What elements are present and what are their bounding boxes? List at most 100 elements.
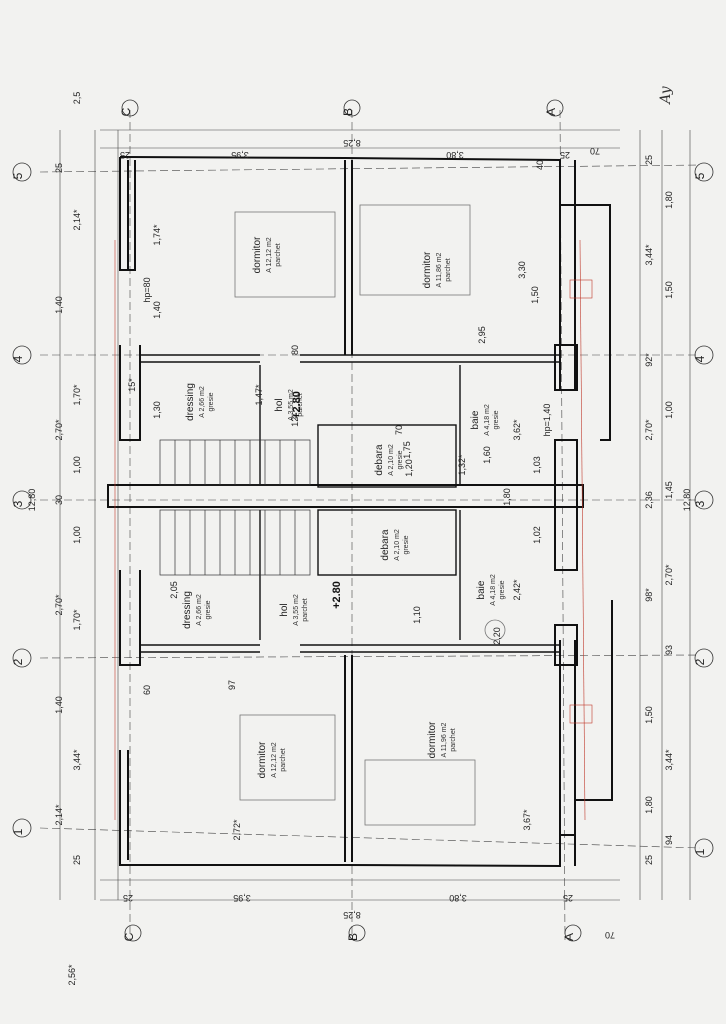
- inner-dim: hp=1,40: [542, 404, 552, 437]
- dim-top-overall: 8,25: [343, 138, 361, 148]
- room-name: dormitor: [427, 721, 438, 758]
- axis-marker-right: [694, 345, 714, 365]
- dim-top-left-25: 25: [120, 150, 130, 160]
- level-mark: +2.80: [331, 581, 343, 609]
- dim-right-chain: 1,80: [664, 191, 674, 209]
- dim-bottom-70: 70: [605, 930, 615, 940]
- dim-top-c-b: 3,95: [231, 150, 249, 160]
- room-floor: parchet: [445, 258, 452, 281]
- dim-left-chain: 1,40: [54, 696, 64, 714]
- dim-bottom-left-25: 25: [123, 893, 133, 903]
- red-annotations: [114, 239, 593, 821]
- dim-left-chain: 2,14*: [54, 804, 64, 826]
- dim-right-chain: 92*: [644, 353, 654, 367]
- dim-right-chain: 98*: [644, 588, 654, 602]
- dim-bottom-overall: 8,25: [343, 910, 361, 920]
- room-floor: gresie: [208, 392, 215, 411]
- inner-dim: 97: [227, 680, 237, 690]
- axis-label-left: 2: [11, 658, 25, 665]
- room-name: debara: [374, 444, 385, 476]
- room-name: baie: [476, 580, 487, 599]
- staircase: [159, 439, 311, 576]
- dim-right-chain: 3,44*: [644, 244, 654, 266]
- inner-dim: 2,42*: [512, 579, 522, 601]
- dim-left-chain: 30: [54, 495, 64, 505]
- dim-right-chain: 2,70*: [664, 564, 674, 586]
- axis-marker-top: [121, 99, 139, 117]
- room-floor: gresie: [205, 600, 212, 619]
- dim-left-chain: 2,70*: [54, 594, 64, 616]
- level-mark: +2.80: [291, 391, 303, 419]
- dim-top-right-25: 25: [560, 150, 570, 160]
- dim-top-b-a: 3,80: [446, 150, 464, 160]
- axis-label-left: 4: [11, 355, 25, 362]
- dim-bottom-b-a: 3,80: [449, 893, 467, 903]
- axis-marker-top: [343, 99, 361, 117]
- axis-label-bottom: C: [122, 932, 136, 941]
- axis-marker-top: [546, 99, 564, 117]
- inner-dim: 1,47*: [254, 384, 264, 406]
- dim-right-chain: 2,36: [644, 491, 654, 509]
- room-area: A 3,55 m2: [288, 389, 295, 421]
- inner-dim: 70: [394, 425, 404, 435]
- inner-dim: 40: [535, 160, 545, 170]
- inner-dim: 2,72*: [232, 819, 242, 841]
- dim-left-chain: 25: [54, 163, 64, 173]
- axis-marker-left: [12, 162, 32, 182]
- dim-left-chain: 25: [72, 855, 82, 865]
- axis-marker-right: [694, 648, 714, 668]
- room-area: A 11,86 m2: [436, 252, 443, 287]
- dim-left-chain: 2,14*: [72, 209, 82, 231]
- dim-right-chain: 93: [664, 645, 674, 655]
- inner-dim: 1,60: [482, 446, 492, 464]
- inner-dim: 3,30: [517, 261, 527, 279]
- dim-left-25: 2,5: [72, 92, 82, 105]
- room-name: hol: [279, 603, 290, 616]
- interior-walls: [140, 354, 560, 653]
- dim-total-right: 12,80: [682, 489, 692, 512]
- exterior-walls: [107, 156, 613, 868]
- axis-marker-bottom: [348, 924, 366, 942]
- room-floor: gresie: [397, 450, 404, 469]
- dim-right-chain: 25: [644, 155, 654, 165]
- axis-label-top: B: [341, 108, 355, 116]
- signature: Ay: [658, 85, 674, 106]
- inner-dim: hp=80: [142, 277, 152, 302]
- inner-dim: 60: [142, 685, 152, 695]
- dim-left-chain: 1,70*: [72, 384, 82, 406]
- dim-bottom-c-b: 3,95: [233, 893, 251, 903]
- room-area: A 4,18 m2: [484, 404, 491, 436]
- dim-right-chain: 94: [664, 835, 674, 845]
- inner-dim: 1,74*: [152, 224, 162, 246]
- room-name: dormitor: [422, 251, 433, 288]
- axis-marker-bottom: [124, 924, 142, 942]
- inner-dim: 1,02: [532, 526, 542, 544]
- room-area: A 2,66 m2: [199, 386, 206, 418]
- axis-marker-left: [12, 345, 32, 365]
- room-floor: parchet: [297, 393, 304, 416]
- dim-left-256: 2,56*: [67, 964, 77, 986]
- room-area: A 2,66 m2: [196, 594, 203, 626]
- inner-dim: 1,75: [402, 441, 412, 459]
- dim-right-chain: 1,80: [644, 796, 654, 814]
- dim-left-chain: 3,44*: [72, 749, 82, 771]
- axis-marker-bottom: [564, 924, 582, 942]
- room-area: A 2,10 m2: [394, 529, 401, 561]
- dim-left-chain: 1,40: [54, 296, 64, 314]
- inner-dim: 1,50: [530, 286, 540, 304]
- dim-bottom-right-25: 25: [563, 893, 573, 903]
- axis-marker-left: [12, 648, 32, 668]
- inner-dim: 80: [290, 345, 300, 355]
- axis-label-top: A: [544, 108, 558, 116]
- dim-left-chain: 2,70*: [54, 419, 64, 441]
- axis-label-top: C: [119, 107, 133, 116]
- axis-label-right: 4: [693, 355, 707, 362]
- inner-dim: 1,03: [532, 456, 542, 474]
- dim-left-chain: 1,00: [72, 456, 82, 474]
- dim-right-chain: 1,45: [664, 481, 674, 499]
- bed-bottom-right: [364, 759, 476, 826]
- room-floor: gresie: [403, 535, 410, 554]
